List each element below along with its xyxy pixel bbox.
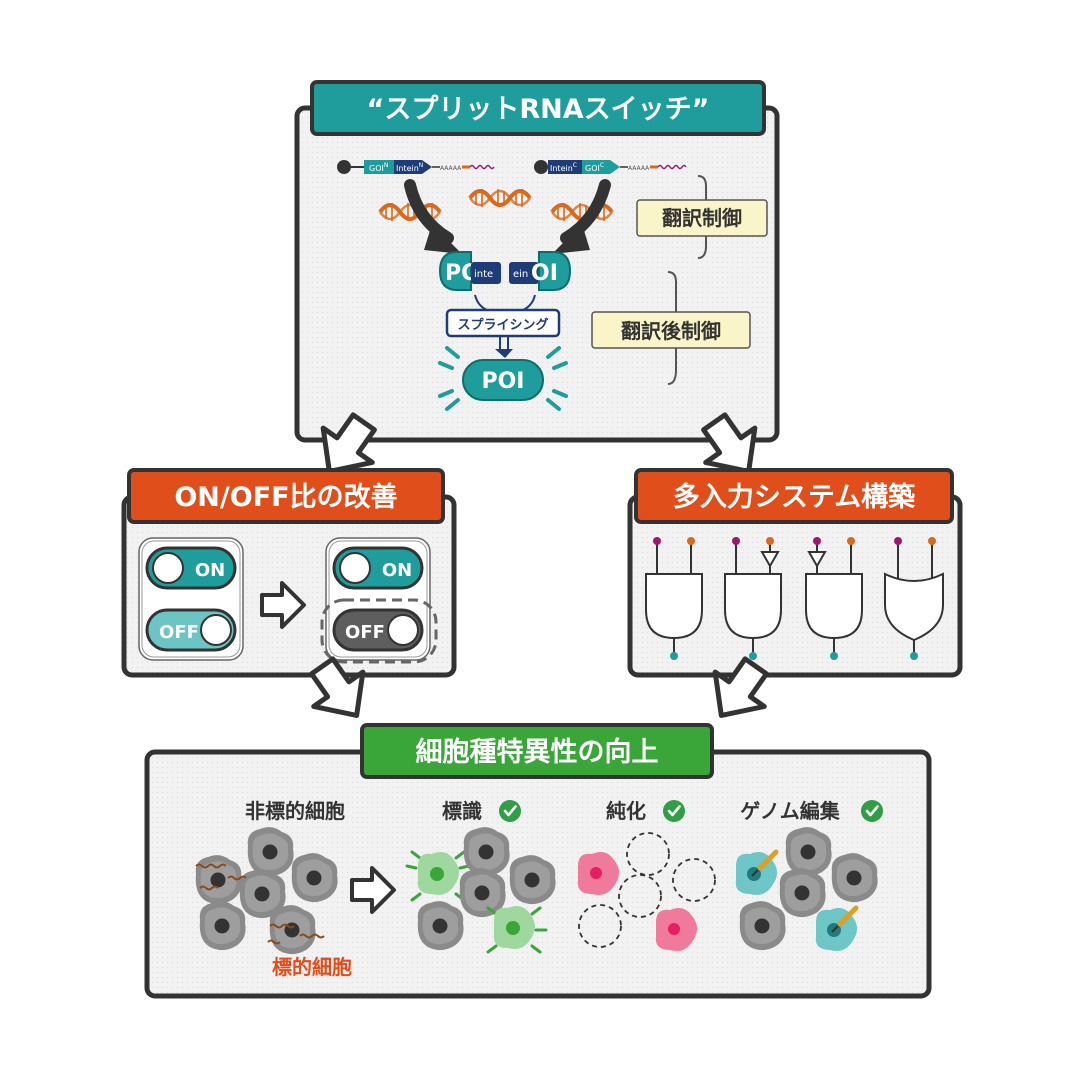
gate-and-not-right xyxy=(724,537,782,660)
intein-left-label: inte xyxy=(474,269,493,280)
split-protein: PO inte ein OI xyxy=(438,251,572,291)
translation-arrow-right xyxy=(560,179,611,244)
gate-and xyxy=(645,537,703,660)
cell xyxy=(291,853,338,903)
splicing-label: スプライシング xyxy=(457,317,548,333)
mrna-left: GOIN InteinN AAAAA xyxy=(337,160,495,174)
off-switch-right: OFF xyxy=(332,608,424,652)
purification-label: 純化 xyxy=(606,799,646,823)
cell xyxy=(779,868,826,918)
gate-or xyxy=(884,537,944,660)
onoff-title: ON/OFF比の改善 xyxy=(174,481,397,513)
cell xyxy=(831,853,878,903)
non-target-cell-label: 非標的細胞 xyxy=(245,799,345,823)
onoff-panel: ON OFF ON OFF ON/OFF比の改善 xyxy=(121,468,457,678)
labeled-cell xyxy=(486,906,548,954)
split-right-label: OI xyxy=(531,261,558,286)
genome-editing-check-icon xyxy=(859,798,885,824)
splicing-box xyxy=(445,308,561,338)
labeled-cell xyxy=(405,850,471,902)
rna-squiggles xyxy=(195,863,325,945)
off-switch-left: OFF xyxy=(145,608,237,652)
cell-specificity-title: 細胞種特異性の向上 xyxy=(416,736,659,768)
on-switch-left: ON xyxy=(145,546,237,590)
cell xyxy=(247,827,294,877)
mrna-left-polya: AAAAA xyxy=(440,165,462,172)
purified-cells xyxy=(577,832,716,951)
multi-input-panel: 多入力システム構築 xyxy=(627,468,963,678)
cell xyxy=(509,855,556,905)
genome-editing-label: ゲノム編集 xyxy=(740,799,840,823)
labeling-label: 標識 xyxy=(442,799,482,823)
post-translational-control-label: 翻訳後制御 xyxy=(621,319,721,343)
mrna-right-gene-label: GOIC xyxy=(585,162,604,173)
svg-text:ON: ON xyxy=(382,560,412,581)
cell xyxy=(199,901,246,951)
intein-right-label: ein xyxy=(513,269,528,280)
translation-arrow-left xyxy=(404,179,454,244)
on-switch-right: ON xyxy=(332,546,424,590)
purification-check-icon xyxy=(661,798,687,824)
multi-input-title: 多入力システム構築 xyxy=(673,481,916,513)
poi-label: POI xyxy=(481,369,524,394)
cell xyxy=(463,827,510,877)
mrna-right-polya: AAAAA xyxy=(628,165,650,172)
split-rna-switch-title: “スプリットRNAスイッチ” xyxy=(367,94,710,125)
svg-text:ON: ON xyxy=(195,560,225,581)
cell-specificity-panel: 非標的細胞 標的細胞 標識 xyxy=(144,723,932,999)
mrna-left-intein-label: InteinN xyxy=(396,162,423,173)
target-cell xyxy=(269,905,316,955)
mrna-left-gene-label: GOIN xyxy=(369,162,388,173)
cell xyxy=(739,901,786,951)
gate-and-not-left xyxy=(805,537,863,660)
mrna-right-intein-label: InteinC xyxy=(550,162,577,173)
svg-text:OFF: OFF xyxy=(345,622,385,643)
edited-cell xyxy=(735,849,779,895)
target-cell-label: 標的細胞 xyxy=(272,955,352,979)
poi-product: POI xyxy=(438,346,568,411)
split-rna-switch-panel: GOIN InteinN AAAAA InteinC GOIC AAAAA xyxy=(294,80,780,443)
cell xyxy=(417,901,464,951)
translational-control-label: 翻訳制御 xyxy=(662,206,742,230)
edited-cell xyxy=(815,905,859,951)
mrna-right: InteinC GOIC AAAAA xyxy=(534,160,687,174)
cell xyxy=(785,827,832,877)
labeling-check-icon xyxy=(497,798,523,824)
svg-text:OFF: OFF xyxy=(159,622,199,643)
